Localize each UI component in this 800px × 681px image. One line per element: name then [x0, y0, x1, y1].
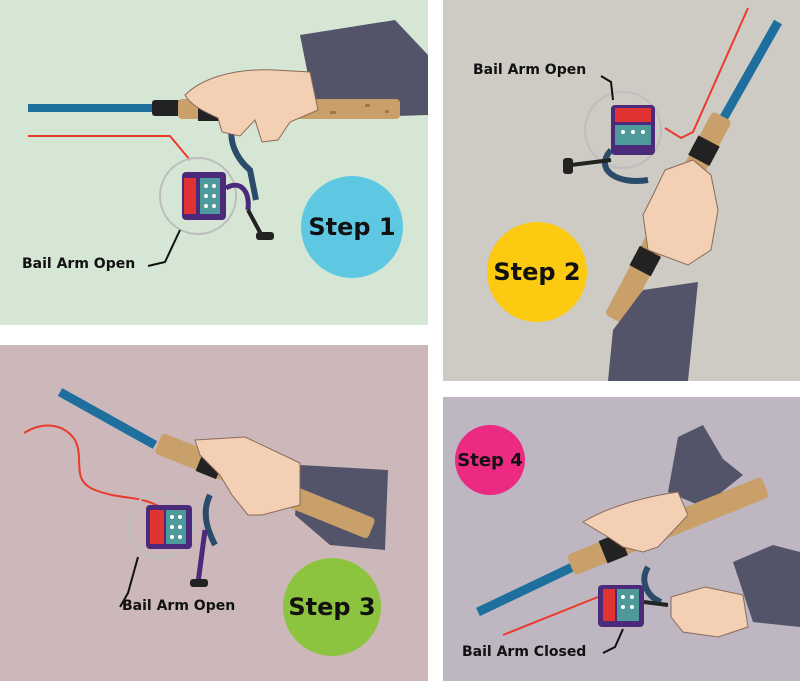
step-1-badge: Step 1: [301, 176, 403, 278]
spinning-reel-icon: [182, 172, 274, 240]
step-2-panel: Step 2 Bail Arm Open: [443, 0, 800, 381]
fishing-rod-icon: [28, 104, 158, 112]
hand-icon: [194, 436, 301, 516]
step-4-label: Step 4: [457, 449, 523, 471]
step-4-panel: Step 4 Bail Arm Closed: [443, 397, 800, 681]
hand-icon: [582, 491, 689, 553]
step-2-badge: Step 2: [487, 222, 587, 322]
step-1-label: Step 1: [308, 213, 396, 241]
step-3-badge: Step 3: [283, 558, 381, 656]
spinning-reel-icon: [146, 493, 218, 587]
step-1-panel: Step 1 Bail Arm Open: [0, 0, 428, 325]
step-1-illustration: [0, 0, 428, 325]
spinning-reel-icon: [563, 105, 655, 184]
sleeve-icon: [608, 282, 698, 381]
fishing-line-icon: [502, 596, 599, 636]
step-4-illustration: [443, 397, 800, 681]
step-2-illustration: [443, 0, 800, 381]
sleeve-icon: [733, 545, 800, 627]
sleeve-icon: [668, 425, 743, 507]
step-1-callout: Bail Arm Open: [22, 256, 136, 272]
step-3-label: Step 3: [288, 593, 376, 621]
hand-icon: [670, 586, 749, 638]
step-2-label: Step 2: [493, 258, 581, 286]
fishing-rod-icon: [57, 388, 158, 449]
step-3-panel: Step 3 Bail Arm Open: [0, 345, 428, 681]
hand-icon: [642, 159, 719, 266]
step-4-callout: Bail Arm Closed: [462, 644, 587, 660]
step-4-badge: Step 4: [455, 425, 525, 495]
spinning-reel-icon: [598, 565, 669, 627]
fishing-rod-icon: [476, 557, 585, 617]
hand-icon: [184, 69, 319, 143]
fishing-line-icon: [28, 135, 191, 161]
sleeve-icon: [300, 20, 428, 118]
fishing-line-icon: [23, 424, 161, 508]
step-2-callout: Bail Arm Open: [473, 62, 587, 78]
fishing-rod-icon: [714, 19, 782, 131]
step-3-callout: Bail Arm Open: [122, 598, 236, 614]
fishing-line-icon: [664, 7, 749, 140]
